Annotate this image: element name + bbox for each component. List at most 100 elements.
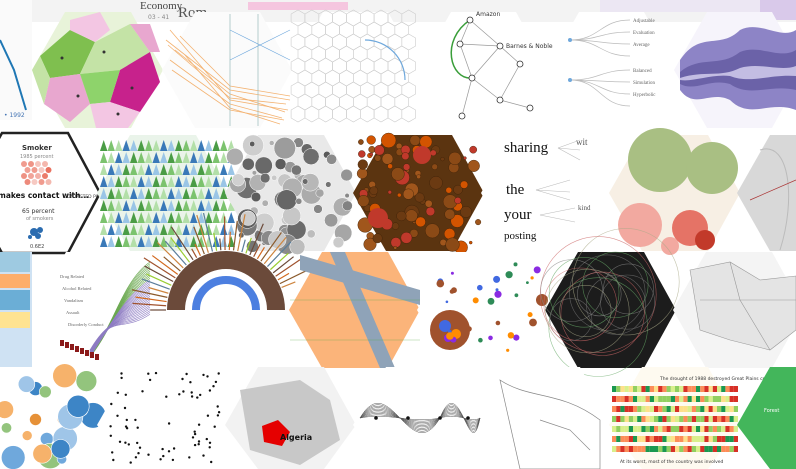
drought-cell bbox=[641, 436, 646, 442]
drought-cell bbox=[645, 446, 650, 452]
dot bbox=[216, 405, 219, 408]
triangle bbox=[212, 212, 220, 223]
triangle bbox=[115, 164, 123, 175]
dot bbox=[208, 389, 212, 392]
gray-circle bbox=[301, 173, 320, 192]
drought-cell bbox=[645, 416, 650, 422]
dot bbox=[137, 452, 140, 455]
bubble bbox=[495, 288, 499, 292]
sunburst-spoke bbox=[219, 238, 222, 251]
sunburst-spoke bbox=[253, 244, 261, 258]
hex-globe bbox=[737, 135, 796, 251]
drought-cell bbox=[654, 436, 659, 442]
drought-cell bbox=[612, 386, 617, 392]
drought-cell bbox=[679, 396, 684, 402]
bubble bbox=[450, 271, 454, 275]
bubble bbox=[451, 287, 457, 294]
dot bbox=[112, 458, 115, 462]
triangle bbox=[182, 152, 190, 163]
dot bbox=[120, 376, 123, 380]
drought-cell bbox=[683, 416, 688, 422]
dot bbox=[181, 377, 184, 381]
triangle bbox=[130, 176, 138, 187]
gray-circle bbox=[302, 148, 320, 165]
triangle bbox=[115, 188, 123, 199]
drought-cell bbox=[645, 436, 650, 442]
triangle bbox=[220, 188, 228, 199]
drought-cell bbox=[708, 406, 713, 412]
gray-circle bbox=[261, 199, 269, 207]
field-node bbox=[406, 416, 410, 420]
drought-cell bbox=[620, 446, 625, 452]
drought-cell bbox=[628, 436, 633, 442]
brown-circle bbox=[425, 206, 436, 217]
brown-circle bbox=[431, 163, 438, 170]
drought-cell bbox=[612, 446, 617, 452]
hex-treemap-left bbox=[0, 252, 32, 368]
smoker-cell bbox=[42, 161, 48, 167]
dot bbox=[167, 422, 171, 425]
field-node bbox=[438, 416, 442, 420]
dot bbox=[167, 450, 171, 453]
grid-cell bbox=[401, 105, 416, 123]
triangle bbox=[145, 176, 153, 187]
drought-cell bbox=[616, 386, 621, 392]
drought-cell bbox=[708, 426, 713, 432]
triangle bbox=[212, 176, 220, 187]
arc-bar bbox=[65, 342, 69, 348]
triangle bbox=[220, 152, 228, 163]
drought-cell bbox=[641, 426, 646, 432]
gray-circle bbox=[250, 191, 262, 203]
brown-circle bbox=[467, 159, 480, 172]
drought-cell bbox=[721, 416, 726, 422]
drought-cell bbox=[687, 386, 692, 392]
drought-cell bbox=[683, 436, 688, 442]
field-node bbox=[466, 416, 470, 420]
smoker-cell bbox=[21, 173, 27, 179]
brown-circle bbox=[393, 245, 398, 250]
dot bbox=[185, 372, 188, 376]
gray-circle bbox=[259, 172, 271, 184]
drought-cell bbox=[704, 416, 709, 422]
triangle bbox=[107, 200, 115, 211]
triangle bbox=[220, 224, 228, 235]
drought-cell bbox=[700, 416, 705, 422]
triangle bbox=[182, 188, 190, 199]
dot bbox=[191, 436, 195, 439]
percent-label: 65 percent bbox=[22, 208, 55, 215]
drought-cell bbox=[662, 436, 667, 442]
triangle bbox=[115, 200, 123, 211]
barnes-label: Barnes & Noble bbox=[506, 43, 553, 50]
tree-label: Hyperbolic bbox=[633, 93, 656, 98]
hex-circle-pack-brown bbox=[353, 132, 484, 255]
drought-cell bbox=[633, 446, 638, 452]
dot bbox=[124, 441, 127, 444]
drought-cell bbox=[712, 386, 717, 392]
drought-cell bbox=[721, 436, 726, 442]
sunburst-spoke bbox=[281, 281, 296, 289]
triangle bbox=[160, 164, 168, 175]
gray-circle bbox=[271, 174, 278, 181]
drought-cell bbox=[633, 406, 638, 412]
drought-cell bbox=[683, 386, 688, 392]
gray-circle bbox=[344, 193, 350, 199]
dot bbox=[159, 458, 162, 461]
tree-label: Evaluation bbox=[633, 31, 655, 36]
drought-cell bbox=[683, 446, 688, 452]
triangle bbox=[190, 200, 198, 211]
brown-circle bbox=[460, 205, 472, 218]
drought-cell bbox=[675, 396, 680, 402]
dot bbox=[196, 396, 199, 399]
drought-cell bbox=[729, 446, 734, 452]
triangle bbox=[197, 176, 205, 187]
triangle bbox=[190, 164, 198, 175]
drought-cell bbox=[649, 386, 654, 392]
triangle bbox=[130, 200, 138, 211]
triangle bbox=[212, 164, 220, 175]
drought-cell bbox=[670, 436, 675, 442]
triangle bbox=[167, 152, 175, 163]
drought-cell bbox=[675, 446, 680, 452]
bubble bbox=[494, 290, 502, 298]
dot bbox=[206, 375, 209, 378]
